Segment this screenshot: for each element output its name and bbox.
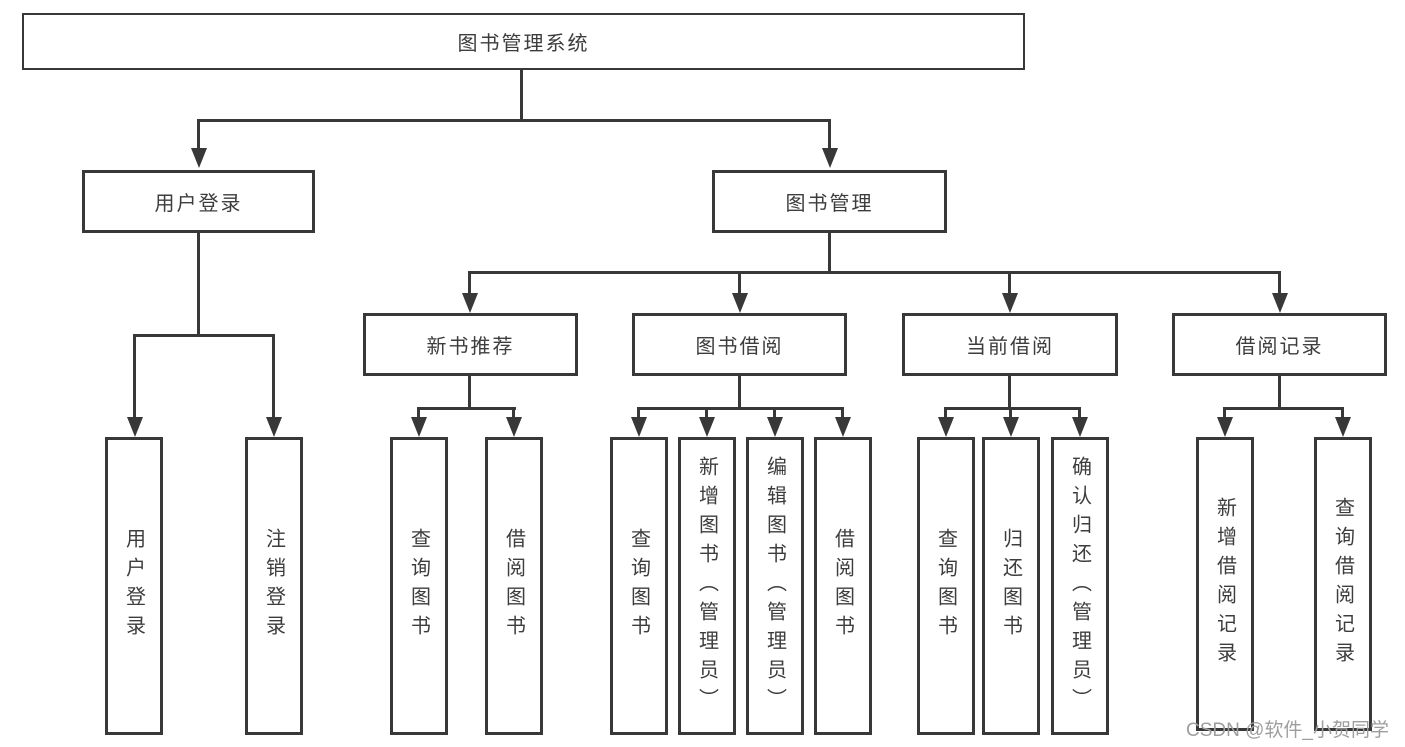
leaf-logout: 注销登录 <box>245 437 303 735</box>
watermark: CSDN @软件_小贺同学 <box>1186 720 1389 741</box>
connector-root-stem <box>520 70 523 120</box>
connector-drop-leaf <box>1341 407 1344 419</box>
connector-current-borrow-rail <box>944 407 1081 410</box>
connector-drop-leaf <box>133 334 136 419</box>
leaf-query-books-borrow: 查询图书 <box>610 437 668 735</box>
connector-drop-level3 <box>1008 271 1011 295</box>
arrowhead-icon <box>938 417 954 437</box>
arrowhead-icon <box>631 417 647 437</box>
leaf-label: 查询借阅记录 <box>1331 497 1354 671</box>
node-borrow-records: 借阅记录 <box>1172 313 1387 376</box>
leaf-add-borrow-record: 新增借阅记录 <box>1196 437 1254 731</box>
connector-book-management-stem <box>828 233 831 273</box>
leaf-label: 新增图书（管理员） <box>695 455 718 717</box>
connector-book-borrow-rail <box>637 407 844 410</box>
leaf-query-books-current: 查询图书 <box>917 437 975 735</box>
leaf-add-book-admin: 新增图书（管理员） <box>678 437 736 735</box>
connector-drop-book-management <box>828 119 831 150</box>
leaf-user-login: 用户登录 <box>105 437 163 735</box>
connector-drop-leaf <box>773 407 776 419</box>
connector-user-login-stem <box>197 233 200 335</box>
leaf-label: 注销登录 <box>262 528 285 644</box>
leaf-label: 新增借阅记录 <box>1213 497 1236 671</box>
connector-drop-leaf <box>272 334 275 419</box>
arrowhead-icon <box>699 417 715 437</box>
arrowhead-icon <box>1002 293 1018 313</box>
leaf-borrow-books: 借阅图书 <box>814 437 872 735</box>
connector-drop-leaf <box>512 407 515 419</box>
connector-book-borrow-stem <box>738 376 741 409</box>
leaf-borrow-books-recommend: 借阅图书 <box>485 437 543 735</box>
leaf-confirm-return-admin: 确认归还（管理员） <box>1051 437 1109 735</box>
node-root: 图书管理系统 <box>22 13 1025 70</box>
leaf-label: 查询图书 <box>934 528 957 644</box>
arrowhead-icon <box>191 148 207 168</box>
connector-current-borrow-stem <box>1008 376 1011 409</box>
leaf-edit-book-admin: 编辑图书（管理员） <box>746 437 804 735</box>
connector-level2-rail <box>197 119 831 122</box>
connector-drop-level3 <box>468 271 471 295</box>
arrowhead-icon <box>732 293 748 313</box>
connector-drop-leaf <box>944 407 947 419</box>
connector-new-books-rail <box>417 407 516 410</box>
leaf-label: 用户登录 <box>122 528 145 644</box>
arrowhead-icon <box>506 417 522 437</box>
connector-borrow-records-rail <box>1223 407 1344 410</box>
arrowhead-icon <box>127 417 143 437</box>
connector-level3-rail <box>468 271 1281 274</box>
node-book-borrow: 图书借阅 <box>632 313 847 376</box>
leaf-query-books-recommend: 查询图书 <box>390 437 448 735</box>
leaf-label: 确认归还（管理员） <box>1068 455 1091 717</box>
leaf-label: 借阅图书 <box>502 528 525 644</box>
arrowhead-icon <box>767 417 783 437</box>
connector-new-books-stem <box>468 376 471 409</box>
arrowhead-icon <box>411 417 427 437</box>
connector-user-login-rail <box>133 334 275 337</box>
connector-drop-leaf <box>705 407 708 419</box>
connector-drop-user-login <box>197 119 200 150</box>
arrowhead-icon <box>1072 417 1088 437</box>
arrowhead-icon <box>1217 417 1233 437</box>
leaf-label: 借阅图书 <box>831 528 854 644</box>
connector-drop-level3 <box>738 271 741 295</box>
connector-drop-leaf <box>841 407 844 419</box>
arrowhead-icon <box>1272 293 1288 313</box>
arrowhead-icon <box>822 148 838 168</box>
node-current-borrow: 当前借阅 <box>902 313 1118 376</box>
connector-drop-leaf <box>1223 407 1226 419</box>
leaf-query-borrow-record: 查询借阅记录 <box>1314 437 1372 731</box>
node-new-book-recommend: 新书推荐 <box>363 313 578 376</box>
leaf-label: 编辑图书（管理员） <box>763 455 786 717</box>
leaf-label: 查询图书 <box>407 528 430 644</box>
arrowhead-icon <box>1003 417 1019 437</box>
connector-drop-leaf <box>1078 407 1081 419</box>
arrowhead-icon <box>835 417 851 437</box>
leaf-label: 归还图书 <box>999 528 1022 644</box>
arrowhead-icon <box>266 417 282 437</box>
node-book-management: 图书管理 <box>712 170 947 233</box>
connector-drop-leaf <box>417 407 420 419</box>
connector-drop-leaf <box>1009 407 1012 419</box>
leaf-return-book: 归还图书 <box>982 437 1040 735</box>
node-user-login: 用户登录 <box>82 170 315 233</box>
arrowhead-icon <box>462 293 478 313</box>
leaf-label: 查询图书 <box>627 528 650 644</box>
arrowhead-icon <box>1335 417 1351 437</box>
connector-drop-leaf <box>637 407 640 419</box>
connector-drop-level3 <box>1278 271 1281 295</box>
connector-borrow-records-stem <box>1278 376 1281 409</box>
